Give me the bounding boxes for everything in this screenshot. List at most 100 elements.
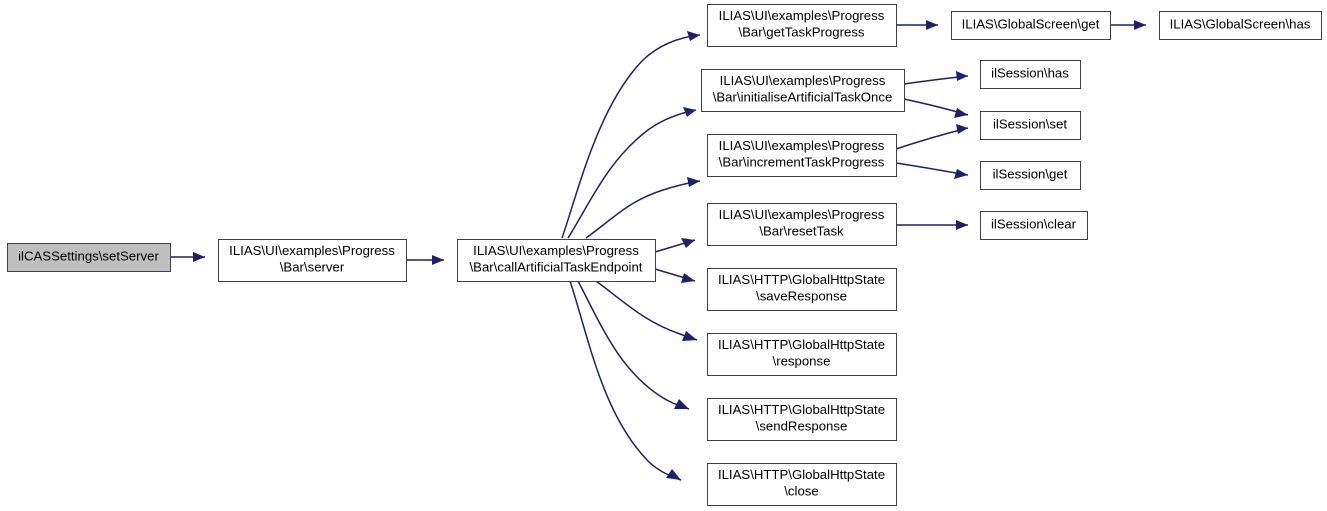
node-label-line: ilSession\has (991, 65, 1069, 80)
edge-line (569, 280, 682, 481)
node-box[interactable] (980, 60, 1081, 89)
arrowhead-icon (956, 220, 968, 230)
arrowhead-icon (954, 108, 968, 118)
node-box[interactable] (707, 398, 897, 441)
node-label-line: ILIAS\UI\examples\Progress (720, 73, 886, 88)
node-label-line: ilSession\set (993, 116, 1067, 131)
graph-node-incrementTaskProgress[interactable]: ILIAS\UI\examples\Progress \Bar\increment… (707, 134, 897, 177)
arrowhead-icon (1134, 20, 1146, 30)
node-box[interactable] (980, 111, 1081, 140)
arrowhead-icon (954, 169, 968, 179)
node-label-line: ILIAS\UI\examples\Progress (719, 138, 885, 153)
arrowhead-icon (683, 107, 696, 117)
edge-resetTask-to-ilSessionClear (896, 220, 968, 230)
graph-node-ilSessionSet[interactable]: ilSession\set (980, 111, 1081, 140)
graph-node-saveResponse[interactable]: ILIAS\HTTP\GlobalHttpState \saveResponse (707, 268, 897, 311)
arrowhead-icon (926, 20, 938, 30)
graph-node-ilSessionHas[interactable]: ilSession\has (980, 60, 1081, 89)
arrowhead-icon (681, 273, 695, 283)
graph-node-setServer[interactable]: ilCASSettings\setServer (7, 243, 171, 272)
arrowhead-icon (666, 469, 681, 480)
edge-callArtificialTaskEndpoint-to-saveResponse (654, 268, 696, 283)
node-box[interactable] (707, 333, 897, 376)
edge-callArtificialTaskEndpoint-to-resetTask (654, 238, 696, 253)
graph-node-globalScreenGet[interactable]: ILIAS\GlobalScreen\get (951, 11, 1111, 40)
arrowhead-icon (956, 124, 968, 134)
node-box[interactable] (457, 239, 656, 282)
graph-node-sendResponse[interactable]: ILIAS\HTTP\GlobalHttpState\sendResponse (707, 398, 897, 441)
graph-node-server[interactable]: ILIAS\UI\examples\Progress \Bar\server (218, 239, 407, 282)
node-label-line: ILIAS\UI\examples\Progress (719, 8, 885, 23)
edge-setServer-to-server (170, 252, 205, 262)
node-label-line: ilSession\get (993, 166, 1068, 181)
graph-node-getTaskProgress[interactable]: ILIAS\UI\examples\Progress \Bar\getTaskPr… (707, 4, 897, 47)
edge-line (561, 34, 701, 239)
edge-server-to-callArtificialTaskEndpoint (406, 255, 444, 265)
node-label-line: \response (773, 354, 831, 369)
node-label-line: ILIAS\UI\examples\Progress (473, 243, 639, 258)
arrowhead-icon (956, 71, 968, 81)
edge-initialiseArtificialTaskOnce-to-ilSessionHas (903, 71, 969, 85)
graph-node-response[interactable]: ILIAS\HTTP\GlobalHttpState \response (707, 333, 897, 376)
node-label-line: \Bar\incrementTaskProgress (719, 155, 885, 170)
edge-incrementTaskProgress-to-ilSessionSet (895, 124, 969, 150)
node-label-line: \close (784, 484, 818, 499)
node-label-line: \sendResponse (756, 419, 848, 434)
edge-callArtificialTaskEndpoint-to-sendResponse (577, 280, 690, 410)
node-box[interactable] (1159, 11, 1322, 40)
node-box[interactable] (707, 4, 897, 47)
edge-initialiseArtificialTaskOnce-to-ilSessionSet (903, 98, 969, 118)
edge-getTaskProgress-to-globalScreenGet (896, 20, 938, 30)
node-box[interactable] (707, 134, 897, 177)
nodes-layer: ilCASSettings\setServer ILIAS\UI\examples… (7, 4, 1322, 506)
node-label-line: ILIAS\HTTP\GlobalHttpState (718, 467, 885, 482)
edge-callArtificialTaskEndpoint-to-getTaskProgress (561, 31, 701, 239)
node-box[interactable] (951, 11, 1111, 40)
graph-node-initialiseArtificialTaskOnce[interactable]: ILIAS\UI\examples\Progress \Bar\initialis… (701, 69, 905, 112)
node-label-line: ILIAS\HTTP\GlobalHttpState (718, 272, 885, 287)
node-label-line: ILIAS\GlobalScreen\get (962, 16, 1100, 31)
arrowhead-icon (687, 31, 700, 41)
arrowhead-icon (682, 331, 697, 341)
edge-callArtificialTaskEndpoint-to-close (569, 280, 682, 481)
edge-line (577, 280, 690, 410)
edge-callArtificialTaskEndpoint-to-initialiseArtificialTaskOnce (567, 107, 697, 239)
edge-line (585, 180, 701, 239)
node-label-line: \saveResponse (756, 289, 847, 304)
node-box[interactable] (707, 268, 897, 311)
node-box[interactable] (707, 203, 897, 246)
graph-node-ilSessionClear[interactable]: ilSession\clear (980, 211, 1088, 240)
edge-line (595, 280, 698, 341)
node-box[interactable] (707, 463, 897, 506)
graph-node-close[interactable]: ILIAS\HTTP\GlobalHttpState \close (707, 463, 897, 506)
node-box[interactable] (701, 69, 905, 112)
arrowhead-icon (681, 238, 695, 248)
node-label-line: ILIAS\HTTP\GlobalHttpState (718, 337, 885, 352)
node-label-line: \Bar\getTaskProgress (738, 25, 864, 40)
arrowhead-icon (687, 177, 700, 187)
node-label-line: \Bar\initialiseArtificialTaskOnce (713, 90, 893, 105)
node-label-line: ILIAS\UI\examples\Progress (719, 207, 885, 222)
graph-node-callArtificialTaskEndpoint[interactable]: ILIAS\UI\examples\Progress\Bar\callArtif… (457, 239, 656, 282)
graph-node-globalScreenHas[interactable]: ILIAS\GlobalScreen\has (1159, 11, 1322, 40)
edges-layer (170, 20, 1146, 481)
arrowhead-icon (432, 255, 444, 265)
node-label-line: ilSession\clear (991, 216, 1077, 231)
edge-callArtificialTaskEndpoint-to-incrementTaskProgress (585, 177, 701, 239)
node-box[interactable] (218, 239, 407, 282)
node-label-line: ILIAS\GlobalScreen\has (1170, 16, 1311, 31)
node-label-line: ILIAS\UI\examples\Progress (229, 243, 395, 258)
graph-node-ilSessionGet[interactable]: ilSession\get (980, 161, 1081, 190)
edge-callArtificialTaskEndpoint-to-response (595, 280, 698, 341)
node-label-line: \Bar\resetTask (759, 224, 844, 239)
arrowhead-icon (193, 252, 205, 262)
edge-line (567, 109, 697, 239)
graph-node-resetTask[interactable]: ILIAS\UI\examples\Progress \Bar\resetTask (707, 203, 897, 246)
node-box[interactable] (980, 211, 1088, 240)
node-box[interactable] (7, 243, 171, 272)
node-label-line: \Bar\server (280, 260, 345, 275)
node-box[interactable] (980, 161, 1081, 190)
edge-line (895, 127, 969, 150)
